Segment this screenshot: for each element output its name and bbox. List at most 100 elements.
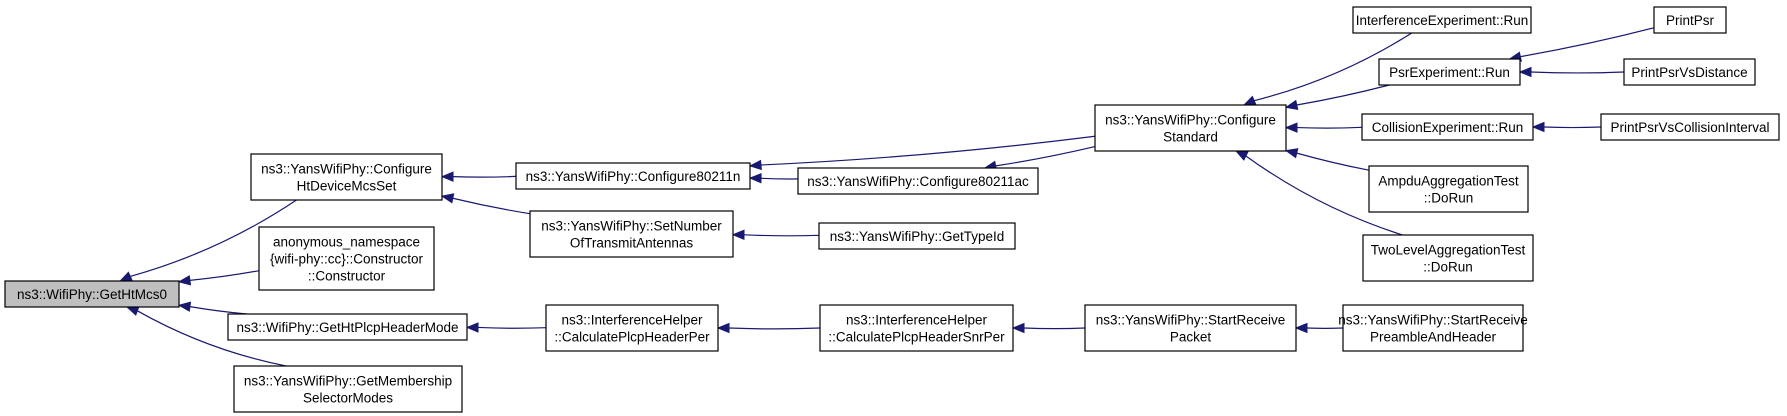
node-label: ns3::YansWifiPhy::GetMembership xyxy=(244,374,452,389)
edge-configure-standard-to-configure80211n xyxy=(760,135,1096,166)
arrowhead-configure80211n xyxy=(748,159,762,171)
edge-start-receive-packet-to-calculate-plcp-header-snr-per xyxy=(1023,327,1086,330)
edge-psr-experiment-run-to-configure-standard xyxy=(1296,84,1390,106)
node-box[interactable] xyxy=(258,226,435,291)
arrowhead-get-ht-mcs0 xyxy=(177,301,192,312)
node-label: ns3::YansWifiPhy::Configure80211ac xyxy=(807,174,1029,189)
arrowhead-configure-ht-device-mcs-set xyxy=(440,171,454,182)
edge-collision-experiment-run-to-configure-standard xyxy=(1296,126,1363,129)
node-box[interactable] xyxy=(818,222,1016,250)
node-configure80211ac[interactable]: ns3::YansWifiPhy::Configure80211ac xyxy=(797,167,1039,195)
node-label: AmpduAggregationTest xyxy=(1378,174,1519,189)
node-box[interactable] xyxy=(515,162,751,190)
node-box[interactable] xyxy=(233,365,463,413)
node-ampdu-aggregation-test-do-run[interactable]: AmpduAggregationTest::DoRun xyxy=(1368,165,1529,213)
edge-print-psr-vs-collision-interval-to-collision-experiment-run xyxy=(1543,126,1602,129)
edge-print-psr-to-psr-experiment-run xyxy=(1520,27,1655,58)
node-label: OfTransmitAntennas xyxy=(570,236,694,251)
edge-layer xyxy=(119,27,1655,367)
node-collision-experiment-run[interactable]: CollisionExperiment::Run xyxy=(1361,113,1534,141)
node-calculate-plcp-header-per[interactable]: ns3::InterferenceHelper::CalculatePlcpHe… xyxy=(545,304,719,352)
node-box[interactable] xyxy=(529,210,734,258)
node-print-psr-vs-collision-interval[interactable]: PrintPsrVsCollisionInterval xyxy=(1600,113,1780,141)
node-box[interactable] xyxy=(1362,234,1534,282)
node-label: ::DoRun xyxy=(1424,191,1474,206)
node-box[interactable] xyxy=(797,167,1039,195)
node-label: ::CalculatePlcpHeaderSnrPer xyxy=(828,330,1005,345)
node-label: Packet xyxy=(1170,330,1212,345)
node-label: ::CalculatePlcpHeaderPer xyxy=(554,330,710,345)
arrowhead-configure80211n xyxy=(748,173,762,184)
node-get-ht-mcs0[interactable]: ns3::WifiPhy::GetHtMcs0 xyxy=(4,280,180,308)
node-label: PsrExperiment::Run xyxy=(1389,65,1510,80)
edge-interference-experiment-run-to-configure-standard xyxy=(1254,32,1413,102)
node-configure80211n[interactable]: ns3::YansWifiPhy::Configure80211n xyxy=(515,162,751,190)
node-get-membership-selector-modes[interactable]: ns3::YansWifiPhy::GetMembershipSelectorM… xyxy=(233,365,463,413)
node-box[interactable] xyxy=(545,304,719,352)
node-box[interactable] xyxy=(1378,58,1521,86)
arrowhead-calculate-plcp-header-snr-per xyxy=(1011,322,1025,334)
edge-calculate-plcp-header-per-to-get-ht-plcp-header-mode xyxy=(477,326,547,329)
node-box[interactable] xyxy=(227,313,468,341)
node-label: PrintPsrVsDistance xyxy=(1631,65,1747,80)
node-psr-experiment-run[interactable]: PsrExperiment::Run xyxy=(1378,58,1521,86)
node-label: Standard xyxy=(1163,130,1218,145)
node-box[interactable] xyxy=(1653,6,1727,34)
node-label: ns3::YansWifiPhy::SetNumber xyxy=(541,219,722,234)
arrowhead-start-receive-packet xyxy=(1294,322,1308,334)
node-interference-experiment-run[interactable]: InterferenceExperiment::Run xyxy=(1352,6,1532,34)
node-box[interactable] xyxy=(1368,165,1529,213)
arrowhead-configure-standard xyxy=(1284,148,1299,159)
node-label: ns3::YansWifiPhy::StartReceive xyxy=(1338,313,1528,328)
node-label: InterferenceExperiment::Run xyxy=(1356,13,1529,28)
node-box[interactable] xyxy=(1094,104,1287,152)
arrowhead-configure-ht-device-mcs-set xyxy=(440,193,455,204)
arrowhead-configure-standard xyxy=(1284,122,1298,133)
node-configure-ht-device-mcs-set[interactable]: ns3::YansWifiPhy::ConfigureHtDeviceMcsSe… xyxy=(250,153,443,201)
arrowhead-set-number-of-transmit-antennas xyxy=(731,229,745,241)
edge-two-level-aggregation-test-do-run-to-configure-standard xyxy=(1245,155,1403,236)
edge-get-ht-plcp-header-mode-to-get-ht-mcs0 xyxy=(189,306,247,315)
node-label: ::Constructor xyxy=(308,269,386,284)
node-print-psr[interactable]: PrintPsr xyxy=(1653,6,1727,34)
node-start-receive-preamble-and-header[interactable]: ns3::YansWifiPhy::StartReceivePreambleAn… xyxy=(1338,304,1528,352)
node-box[interactable] xyxy=(1600,113,1780,141)
node-box[interactable] xyxy=(1352,6,1532,34)
node-label: PrintPsrVsCollisionInterval xyxy=(1610,120,1769,135)
edge-ampdu-aggregation-test-do-run-to-configure-standard xyxy=(1296,152,1370,171)
node-calculate-plcp-header-snr-per[interactable]: ns3::InterferenceHelper::CalculatePlcpHe… xyxy=(819,304,1014,352)
node-box[interactable] xyxy=(4,280,180,308)
edge-calculate-plcp-header-snr-per-to-calculate-plcp-header-per xyxy=(728,327,821,330)
node-label: ns3::YansWifiPhy::Configure xyxy=(1105,113,1276,128)
arrowhead-get-ht-mcs0 xyxy=(125,306,140,316)
node-anon-constructor[interactable]: anonymous_namespace{wifi-phy::cc}::Const… xyxy=(258,226,435,291)
arrowhead-collision-experiment-run xyxy=(1531,121,1545,133)
node-get-ht-plcp-header-mode[interactable]: ns3::WifiPhy::GetHtPlcpHeaderMode xyxy=(227,313,468,341)
node-label: CollisionExperiment::Run xyxy=(1372,120,1524,135)
node-box[interactable] xyxy=(1623,58,1756,86)
node-label: ns3::YansWifiPhy::StartReceive xyxy=(1096,313,1286,328)
node-label: ns3::InterferenceHelper xyxy=(846,313,988,328)
node-set-number-of-transmit-antennas[interactable]: ns3::YansWifiPhy::SetNumberOfTransmitAnt… xyxy=(529,210,734,258)
node-box[interactable] xyxy=(819,304,1014,352)
node-label: ns3::InterferenceHelper xyxy=(561,313,703,328)
node-box[interactable] xyxy=(1342,304,1524,352)
node-box[interactable] xyxy=(1361,113,1534,141)
node-get-type-id[interactable]: ns3::YansWifiPhy::GetTypeId xyxy=(818,222,1016,250)
node-print-psr-vs-distance[interactable]: PrintPsrVsDistance xyxy=(1623,58,1756,86)
edge-set-number-of-transmit-antennas-to-configure-ht-device-mcs-set xyxy=(452,197,531,215)
node-label: ns3::YansWifiPhy::Configure80211n xyxy=(526,169,741,184)
edge-get-type-id-to-set-number-of-transmit-antennas xyxy=(743,234,820,237)
arrowhead-get-ht-plcp-header-mode xyxy=(465,322,479,333)
node-label: PreambleAndHeader xyxy=(1370,330,1497,345)
node-label: ns3::YansWifiPhy::GetTypeId xyxy=(830,229,1005,244)
node-label: ns3::WifiPhy::GetHtMcs0 xyxy=(17,287,167,302)
edge-configure80211n-to-configure-ht-device-mcs-set xyxy=(452,175,517,178)
node-box[interactable] xyxy=(1084,304,1297,352)
node-box[interactable] xyxy=(250,153,443,201)
arrowhead-calculate-plcp-header-per xyxy=(716,322,730,334)
node-two-level-aggregation-test-do-run[interactable]: TwoLevelAggregationTest::DoRun xyxy=(1362,234,1534,282)
